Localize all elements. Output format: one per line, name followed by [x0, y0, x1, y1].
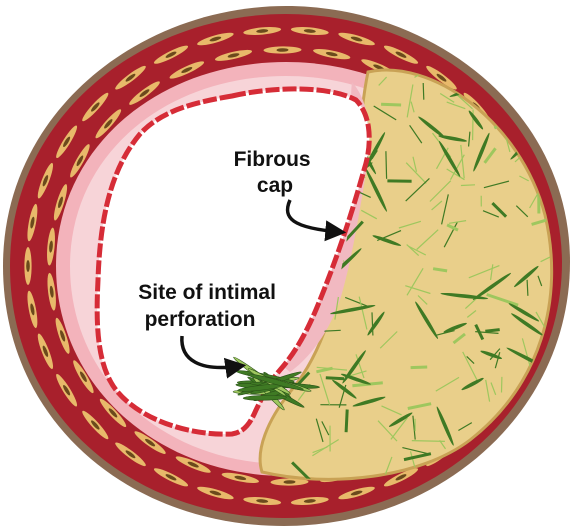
crystal-needle — [423, 83, 424, 100]
crystal-needle — [529, 101, 558, 107]
crystal-needle — [535, 432, 548, 440]
label-perforation-line1: Site of intimal — [138, 281, 276, 304]
crystal-needle — [485, 330, 499, 332]
crystal-needle — [411, 367, 428, 368]
crystal-needle — [326, 378, 344, 379]
label-perforation-line2: perforation — [145, 308, 256, 331]
crystal-needle — [346, 410, 347, 433]
crystal-needle — [527, 280, 528, 296]
crystal-needle — [537, 143, 550, 144]
crystal-needle — [526, 458, 534, 467]
label-fibrous-cap-line2: cap — [257, 174, 293, 197]
crystal-needle — [381, 104, 401, 105]
crystal-needle — [533, 63, 543, 78]
crystal-needle — [512, 457, 531, 460]
crystal-needle — [386, 151, 387, 179]
smooth-muscle-cell — [24, 247, 31, 285]
crystal-needle — [412, 441, 445, 442]
crystal-needle — [461, 185, 475, 186]
crystal-needle — [507, 82, 518, 84]
label-fibrous-cap-line1: Fibrous — [234, 148, 311, 171]
